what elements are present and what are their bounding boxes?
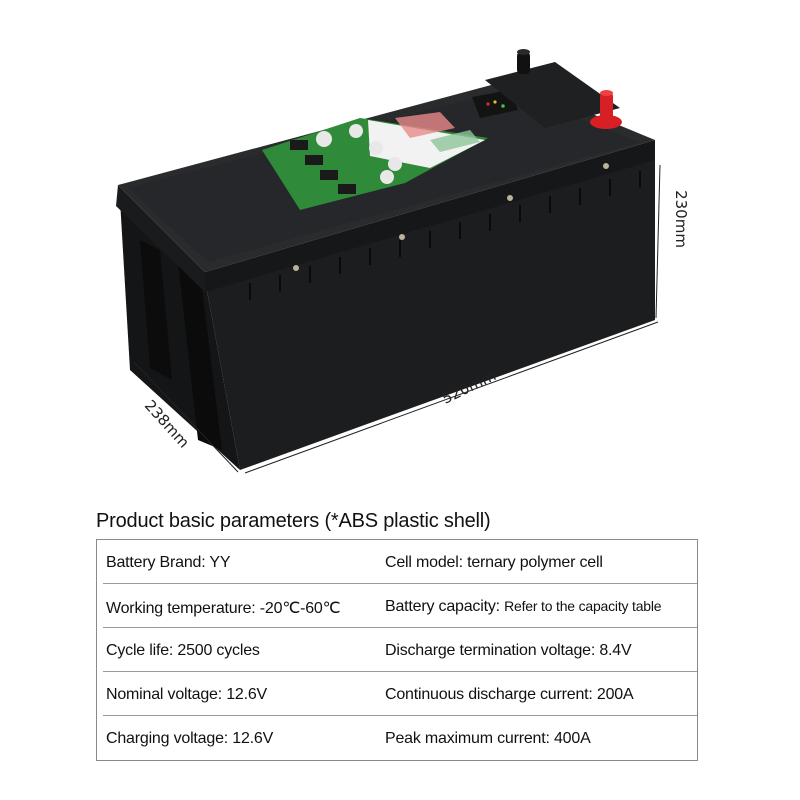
product-image: 230mm 520mm 238mm: [116, 49, 690, 474]
row-divider: [103, 715, 697, 716]
spec-battery-capacity-value: Refer to the capacity table: [504, 598, 662, 614]
row-divider: [103, 583, 697, 584]
length-dimension-line: [244, 321, 659, 474]
spec-peak-maximum-current: Peak maximum current: 400A: [385, 730, 591, 747]
table-row: Battery Brand: YY Cell model: ternary po…: [97, 540, 697, 584]
table-row: Cycle life: 2500 cycles Discharge termin…: [97, 628, 697, 672]
spec-battery-capacity-label: Battery capacity:: [385, 598, 500, 615]
positive-terminal-icon: [590, 90, 622, 129]
depth-dimension-line: [133, 361, 239, 473]
table-row: Working temperature: -20℃-60℃ Battery ca…: [97, 584, 697, 628]
spec-battery-capacity: Battery capacity: Refer to the capacity …: [385, 598, 662, 616]
specs-title: Product basic parameters (*ABS plastic s…: [96, 510, 491, 532]
spec-discharge-termination-voltage: Discharge termination voltage: 8.4V: [385, 642, 632, 659]
negative-terminal-icon: [517, 49, 530, 74]
height-dimension-label: 230mm: [671, 190, 690, 248]
table-row: Nominal voltage: 12.6V Continuous discha…: [97, 672, 697, 716]
spec-charging-voltage: Charging voltage: 12.6V: [106, 730, 274, 747]
row-divider: [103, 627, 697, 628]
spec-nominal-voltage: Nominal voltage: 12.6V: [106, 686, 268, 703]
spec-cell-model: Cell model: ternary polymer cell: [385, 554, 603, 571]
table-row: Charging voltage: 12.6V Peak maximum cur…: [97, 716, 697, 760]
specs-table: Battery Brand: YY Cell model: ternary po…: [96, 539, 698, 761]
spec-battery-brand: Battery Brand: YY: [106, 554, 231, 571]
spec-working-temperature: Working temperature: -20℃-60℃: [106, 600, 341, 617]
row-divider: [103, 671, 697, 672]
spec-continuous-discharge-current: Continuous discharge current: 200A: [385, 686, 634, 703]
height-dimension-line: [655, 164, 661, 319]
battery-icon: [116, 49, 661, 474]
spec-cycle-life: Cycle life: 2500 cycles: [106, 642, 260, 659]
